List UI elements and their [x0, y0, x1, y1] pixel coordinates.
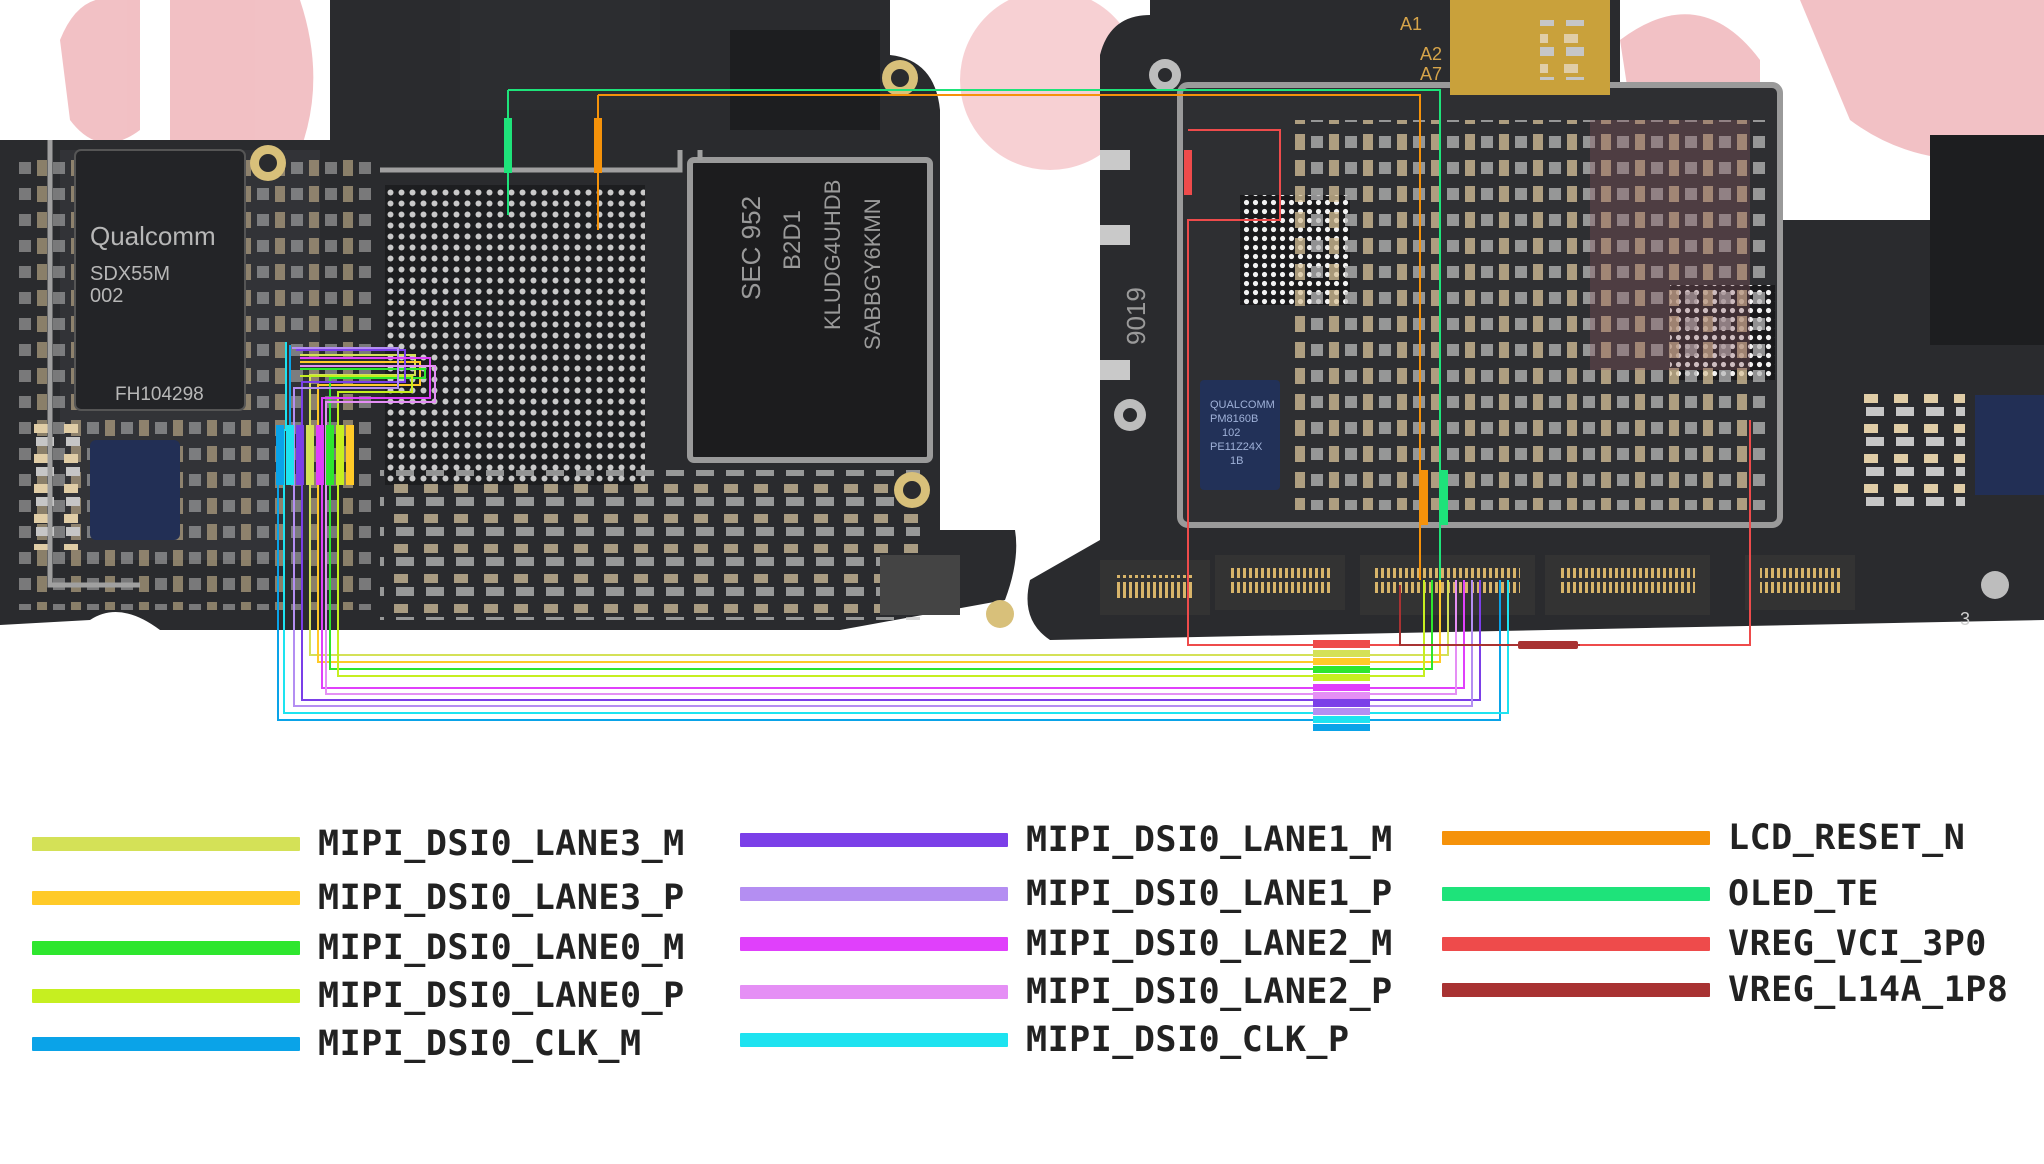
- legend-item-vreg-vci: VREG_VCI_3P0: [1442, 920, 1987, 968]
- legend-swatch: [32, 989, 300, 1003]
- legend-label: MIPI_DSI0_LANE1_M: [1026, 820, 1393, 860]
- legend-label: VREG_VCI_3P0: [1728, 924, 1987, 964]
- chip-labels: Qualcomm SDX55M 002 FH104298 SEC 952 B2D…: [90, 14, 1970, 629]
- chip-label: SABBGY6KMN: [860, 198, 885, 350]
- legend-item-lane0-p: MIPI_DSI0_LANE0_P: [32, 972, 685, 1020]
- legend-label: LCD_RESET_N: [1728, 818, 1966, 858]
- legend-swatch: [32, 837, 300, 851]
- legend-label: MIPI_DSI0_LANE0_M: [318, 928, 685, 968]
- legend-swatch: [740, 887, 1008, 901]
- legend-item-lane2-m: MIPI_DSI0_LANE2_M: [740, 920, 1393, 968]
- chip-label: PM8160B: [1210, 413, 1258, 425]
- legend-item-lane2-p: MIPI_DSI0_LANE2_P: [740, 968, 1393, 1016]
- legend-swatch: [740, 1033, 1008, 1047]
- trace-vreg-l14a: [1399, 585, 1580, 649]
- chip-label: 102: [1222, 427, 1240, 439]
- trace-lane0-p: [300, 375, 1425, 677]
- legend-swatch: [1442, 937, 1710, 951]
- trace-lcd-reset: [594, 94, 1428, 580]
- legend-item-lane3-m: MIPI_DSI0_LANE3_M: [32, 820, 685, 868]
- legend-item-lane0-m: MIPI_DSI0_LANE0_M: [32, 924, 685, 972]
- legend-label: MIPI_DSI0_LANE2_M: [1026, 924, 1393, 964]
- test-point-bars: [276, 425, 354, 485]
- trace-lane1-m: [296, 349, 1481, 701]
- legend-item-clk-m: MIPI_DSI0_CLK_M: [32, 1020, 642, 1068]
- legend-swatch: [740, 985, 1008, 999]
- legend-swatch: [32, 941, 300, 955]
- legend-swatch: [740, 833, 1008, 847]
- legend-label: MIPI_DSI0_CLK_P: [1026, 1020, 1350, 1060]
- right-pcb: [1027, 0, 2044, 640]
- legend-item-lane1-p: MIPI_DSI0_LANE1_P: [740, 870, 1393, 918]
- chip-label: 002: [90, 285, 123, 307]
- chip-label: KLUDG4UHDB: [820, 180, 845, 330]
- trace-oled-te: [504, 89, 1448, 580]
- legend-swatch: [32, 891, 300, 905]
- legend-item-oled-te: OLED_TE: [1442, 870, 1879, 918]
- legend-label: MIPI_DSI0_LANE3_P: [318, 878, 685, 918]
- chip-label: A7: [1420, 64, 1442, 84]
- legend-label: MIPI_DSI0_LANE1_P: [1026, 874, 1393, 914]
- legend-item-vreg-l14a: VREG_L14A_1P8: [1442, 966, 2008, 1014]
- connector-fanout: [1313, 640, 1370, 731]
- signal-legend: MIPI_DSI0_LANE3_M MIPI_DSI0_LANE3_P MIPI…: [0, 818, 2044, 1150]
- chip-label: PE11Z24X: [1210, 441, 1263, 453]
- legend-label: MIPI_DSI0_LANE2_P: [1026, 972, 1393, 1012]
- chip-label: QUALCOMM: [1210, 399, 1275, 411]
- legend-label: MIPI_DSI0_CLK_M: [318, 1024, 642, 1064]
- trace-lane0-m: [300, 368, 1433, 670]
- legend-item-clk-p: MIPI_DSI0_CLK_P: [740, 1016, 1350, 1064]
- trace-lane1-p: [292, 347, 1473, 707]
- chip-label: 3: [1960, 609, 1970, 629]
- legend-label: VREG_L14A_1P8: [1728, 970, 2009, 1010]
- chip-label: FH104298: [115, 384, 204, 405]
- chip-label: 9019: [1121, 287, 1151, 345]
- signal-traces: [276, 89, 1751, 731]
- trace-lane2-m: [300, 357, 1465, 689]
- pcb-diagram: Qualcomm SDX55M 002 FH104298 SEC 952 B2D…: [0, 0, 2044, 731]
- trace-clk-p: [283, 342, 1509, 714]
- left-pcb: [0, 0, 1017, 630]
- chip-label: A1: [1400, 14, 1422, 34]
- chip-label: SEC 952: [736, 196, 766, 300]
- chip-label: A2: [1420, 44, 1442, 64]
- trace-clk-m: [277, 345, 1501, 721]
- legend-swatch: [1442, 887, 1710, 901]
- chip-label: 1B: [1230, 455, 1243, 467]
- chip-label: SDX55M: [90, 263, 170, 285]
- legend-swatch: [740, 937, 1008, 951]
- pcb-diagram-svg: Qualcomm SDX55M 002 FH104298 SEC 952 B2D…: [0, 0, 2044, 731]
- legend-item-lane1-m: MIPI_DSI0_LANE1_M: [740, 816, 1393, 864]
- legend-item-lcd-reset: LCD_RESET_N: [1442, 814, 1965, 862]
- legend-swatch: [32, 1037, 300, 1051]
- legend-swatch: [1442, 983, 1710, 997]
- trace-lane2-p: [300, 365, 1457, 695]
- chip-label: B2D1: [779, 210, 806, 270]
- legend-item-lane3-p: MIPI_DSI0_LANE3_P: [32, 874, 685, 922]
- legend-label: MIPI_DSI0_LANE3_M: [318, 824, 685, 864]
- legend-label: MIPI_DSI0_LANE0_P: [318, 976, 685, 1016]
- legend-swatch: [1442, 831, 1710, 845]
- chip-label: Qualcomm: [90, 221, 216, 251]
- legend-label: OLED_TE: [1728, 874, 1880, 914]
